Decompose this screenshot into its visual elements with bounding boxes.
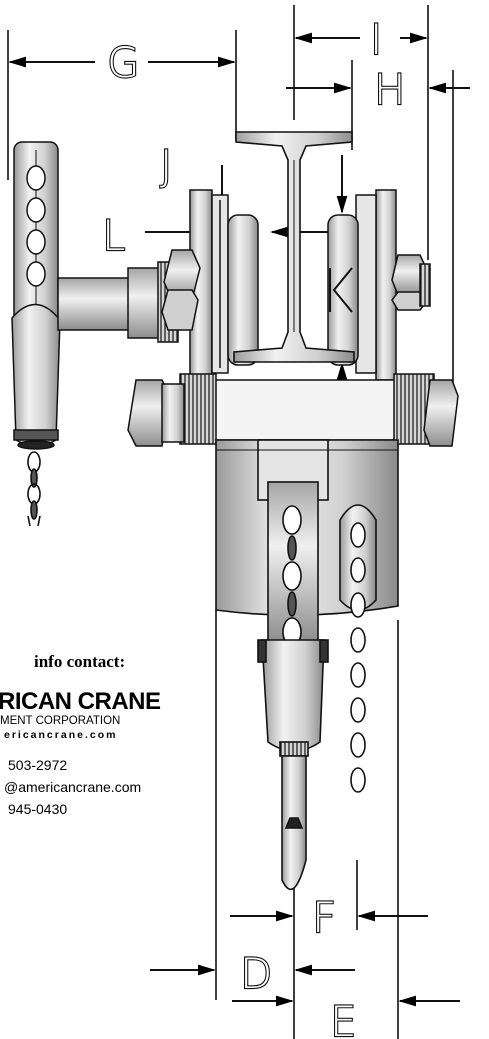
extension-lines [7,5,454,1039]
dimension-labels: G I H J L F D E [101,14,407,1039]
hand-wheel-axle [57,261,179,343]
hand-chain-wheel [11,141,61,450]
trolley-right-plate [355,189,431,381]
brand-name: RICAN CRANE [0,688,161,715]
k-marker [329,267,353,313]
slack-chain-right [339,504,377,793]
phone-number: 503-2972 [8,757,67,773]
dimension-d [150,964,294,1007]
label-l: L [102,211,125,260]
label-e: E [330,997,357,1039]
label-h: H [374,65,406,114]
dimension-e [294,964,460,1007]
brand-subtitle: MENT CORPORATION [0,715,120,727]
load-chain-center [282,505,302,647]
i-beam [233,131,355,363]
contact-info: info contact: RICAN CRANE MENT CORPORATI… [0,652,161,817]
brand-website: ericancrane.com [4,729,117,741]
trolley-wheels [227,214,359,366]
label-j: J [160,141,172,190]
email-address: @americancrane.com [4,779,141,795]
info-heading: info contact: [34,652,125,671]
label-g: G [107,38,140,87]
label-i: I [370,15,382,64]
fax-number: 945-0430 [8,801,67,817]
bottom-hook-block [257,639,329,891]
label-d: D [240,949,272,998]
trolley-left-plate [161,189,229,381]
label-f: F [312,893,336,942]
hand-chain-hanging [27,451,41,527]
suspension-block [127,373,459,447]
